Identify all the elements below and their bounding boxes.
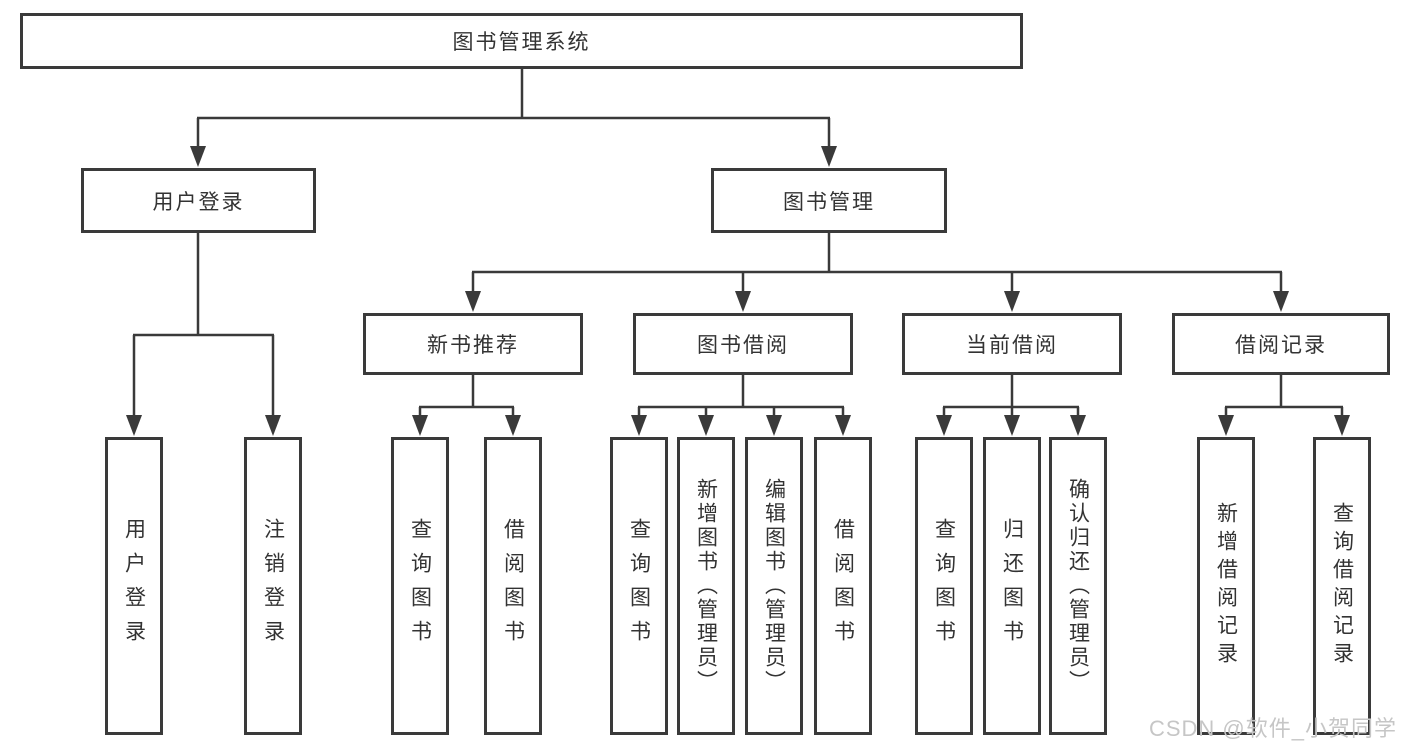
node-book-borrow: 图书借阅: [633, 313, 853, 375]
leaf-return-books: 归还图书: [983, 437, 1041, 735]
leaf-borrow-books-recommend: 借阅图书: [484, 437, 542, 735]
leaf-borrow-books: 借阅图书: [814, 437, 872, 735]
leaf-add-books-admin: 新增图书（管理员）: [677, 437, 735, 735]
leaf-edit-books-admin: 编辑图书（管理员）: [745, 437, 803, 735]
leaf-confirm-return-admin: 确认归还（管理员）: [1049, 437, 1107, 735]
leaf-query-books-recommend: 查询图书: [391, 437, 449, 735]
leaf-add-borrow-record: 新增借阅记录: [1197, 437, 1255, 735]
leaf-query-books-borrow: 查询图书: [610, 437, 668, 735]
leaf-logout: 注销登录: [244, 437, 302, 735]
node-new-book-recommend: 新书推荐: [363, 313, 583, 375]
node-book-management-branch: 图书管理: [711, 168, 947, 233]
node-user-login-branch: 用户登录: [81, 168, 316, 233]
node-root-system: 图书管理系统: [20, 13, 1023, 69]
csdn-watermark: CSDN @软件_小贺同学: [1148, 716, 1397, 741]
leaf-user-login: 用户登录: [105, 437, 163, 735]
leaf-query-borrow-record: 查询借阅记录: [1313, 437, 1371, 735]
leaf-query-books-current: 查询图书: [915, 437, 973, 735]
node-current-borrow: 当前借阅: [902, 313, 1122, 375]
node-borrow-records: 借阅记录: [1172, 313, 1390, 375]
